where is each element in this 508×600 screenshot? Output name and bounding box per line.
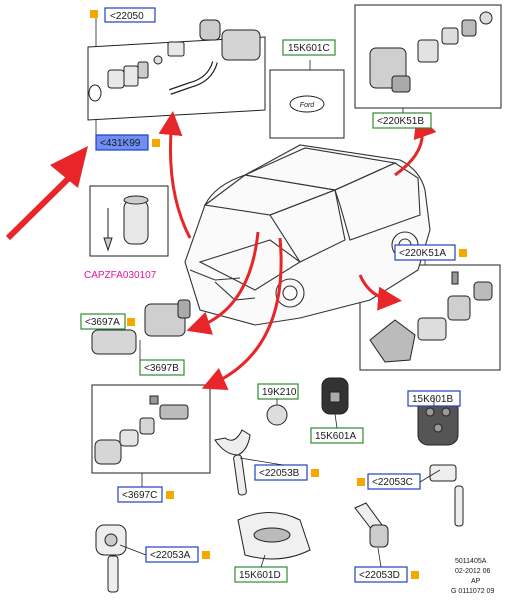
callout-3697a[interactable]: <3697A xyxy=(80,313,135,330)
callout-15k601b-text: 15K601B xyxy=(412,394,453,405)
callout-3697a-text: <3697A xyxy=(85,317,120,328)
callout-15k601d[interactable]: 15K601D xyxy=(234,566,288,583)
tool-capzfa xyxy=(89,185,169,257)
callout-22053c-text: <22053C xyxy=(372,477,413,488)
callout-431k99[interactable]: <431K99 xyxy=(95,134,160,151)
capzfa-label: CAPZFA030107 xyxy=(84,270,157,281)
callout-22053b[interactable]: <22053B xyxy=(254,464,319,481)
callout-15k601d-text: 15K601D xyxy=(239,570,281,581)
callout-3697b[interactable]: <3697B xyxy=(139,359,185,376)
callout-22053b-text: <22053B xyxy=(259,468,300,479)
callout-15k601c-text: 15K601C xyxy=(288,43,330,54)
callout-22050[interactable]: <22050 xyxy=(90,7,156,23)
red-arrows xyxy=(158,111,437,390)
callout-220k51a[interactable]: <220K51A xyxy=(394,244,467,261)
key-blade-22053c xyxy=(417,394,464,527)
callout-15k601a[interactable]: 15K601A xyxy=(310,427,364,444)
callout-22050-text: <22050 xyxy=(110,11,144,22)
callout-431k99-text: <431K99 xyxy=(100,138,141,149)
box-ignition-3697c xyxy=(91,384,211,487)
key-blank-22053b xyxy=(214,429,251,496)
box-emblem-15k601c: Ford xyxy=(269,60,345,139)
battery-19k210 xyxy=(266,404,288,426)
callout-3697b-text: <3697B xyxy=(144,363,179,374)
reference-block: 5011405A 02-2012 06 AP G 0111072 09 xyxy=(451,558,494,595)
callout-22053c[interactable]: <22053C xyxy=(357,473,421,490)
key-blade-22053d xyxy=(354,502,389,548)
callout-22053d-text: <22053D xyxy=(359,570,400,581)
remote-key-15k601a xyxy=(321,377,349,415)
box-liftgate-lock-220k51b xyxy=(354,4,502,115)
callout-22053d[interactable]: <22053D xyxy=(354,566,419,583)
ref-line-2: 02-2012 06 xyxy=(455,568,491,575)
ford-badge-text: Ford xyxy=(300,102,316,109)
callout-22053a[interactable]: <22053A xyxy=(145,546,210,563)
key-blank-22053a xyxy=(95,524,127,593)
box-door-lock-220k51a xyxy=(359,252,501,371)
ref-line-4: G 0111072 09 xyxy=(451,588,494,595)
vehicle-illustration xyxy=(184,144,431,326)
callout-19k210[interactable]: 19K210 xyxy=(257,383,299,400)
ref-line-3: AP xyxy=(471,578,481,585)
ignition-switch-3697 xyxy=(91,299,191,360)
callout-3697c[interactable]: <3697C xyxy=(117,486,174,503)
remote-key-15k601d xyxy=(237,512,311,560)
callout-220k51b-text: <220K51B xyxy=(377,116,424,127)
leader-lines xyxy=(119,396,441,568)
box-lock-cylinder-22050 xyxy=(87,18,266,136)
callout-15k601a-text: 15K601A xyxy=(315,431,356,442)
callout-3697c-text: <3697C xyxy=(122,490,157,501)
callout-22053a-text: <22053A xyxy=(150,550,191,561)
ref-line-1: 5011405A xyxy=(455,558,487,565)
callout-220k51a-text: <220K51A xyxy=(399,248,446,259)
callout-19k210-text: 19K210 xyxy=(262,387,297,398)
callout-220k51b[interactable]: <220K51B xyxy=(372,112,432,129)
callout-15k601c[interactable]: 15K601C xyxy=(282,39,336,56)
big-red-pointer-arrow xyxy=(5,146,88,241)
